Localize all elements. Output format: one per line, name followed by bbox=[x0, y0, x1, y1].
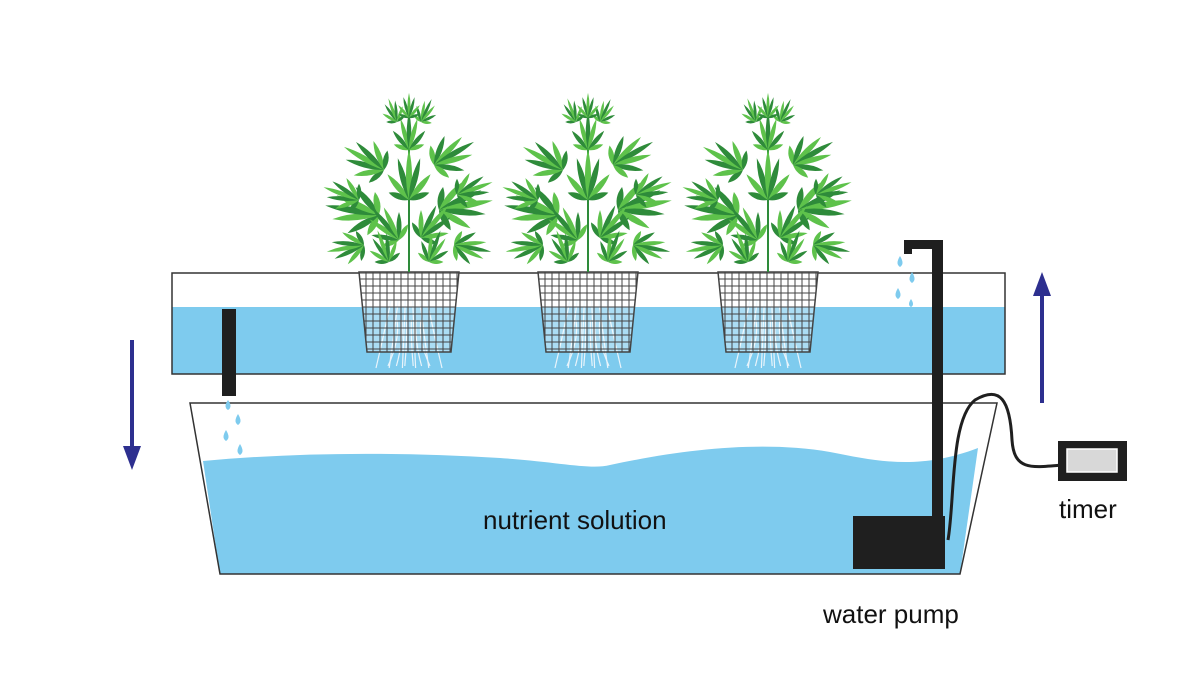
up-arrow-icon bbox=[1033, 272, 1051, 403]
water-drop-icon bbox=[895, 288, 901, 299]
water-drop-icon bbox=[223, 430, 229, 441]
plant-3 bbox=[682, 92, 852, 369]
tray-water bbox=[172, 307, 1005, 374]
leaf bbox=[505, 230, 545, 265]
plants-layer bbox=[323, 92, 852, 369]
leaf bbox=[452, 230, 492, 265]
leaf bbox=[813, 173, 852, 208]
leaf bbox=[685, 230, 725, 265]
timer-label: timer bbox=[1059, 494, 1117, 524]
leaf bbox=[502, 178, 541, 213]
leaf bbox=[631, 230, 671, 265]
drain-pipe-body bbox=[222, 309, 236, 396]
riser-pipe bbox=[932, 240, 943, 540]
leaf bbox=[591, 205, 630, 245]
water-drop-icon bbox=[909, 272, 915, 283]
leaf bbox=[592, 99, 616, 124]
water-pump-label: water pump bbox=[823, 599, 959, 629]
leaf bbox=[369, 230, 401, 265]
leaf bbox=[571, 112, 605, 151]
net-pot bbox=[537, 271, 639, 353]
leaf bbox=[548, 230, 580, 265]
leaf bbox=[702, 141, 748, 183]
leaf bbox=[633, 173, 672, 208]
leaf bbox=[454, 173, 493, 208]
leaf bbox=[751, 112, 785, 151]
leaf bbox=[608, 136, 654, 178]
leaf bbox=[323, 178, 362, 213]
foliage bbox=[502, 92, 672, 272]
grow-tray bbox=[171, 272, 1006, 375]
timer-cable bbox=[946, 392, 1063, 541]
water-pump bbox=[853, 516, 945, 569]
leaf bbox=[392, 112, 426, 151]
leaf bbox=[728, 207, 767, 247]
water-drop-icon bbox=[235, 414, 241, 425]
leaf bbox=[326, 230, 366, 265]
leaf bbox=[382, 98, 406, 124]
plant-2 bbox=[502, 92, 672, 369]
leaf bbox=[566, 149, 610, 201]
leaf bbox=[776, 230, 808, 265]
leaf bbox=[417, 230, 449, 265]
leaf bbox=[728, 230, 760, 265]
leaf bbox=[811, 230, 851, 265]
reservoir-outline bbox=[189, 402, 998, 575]
leaf bbox=[757, 92, 779, 119]
water-drop-icon bbox=[237, 444, 243, 455]
leaf bbox=[369, 207, 408, 247]
leaf bbox=[788, 136, 834, 178]
reservoir bbox=[189, 402, 998, 575]
leaf bbox=[343, 141, 389, 183]
riser-top bbox=[906, 240, 943, 249]
leaf bbox=[772, 99, 796, 124]
leaf bbox=[325, 187, 381, 236]
timer-device bbox=[1058, 441, 1127, 481]
leaf bbox=[412, 205, 451, 245]
leaf bbox=[746, 149, 790, 201]
leaf bbox=[548, 207, 587, 247]
pump-pipe bbox=[895, 240, 943, 540]
down-arrow-icon bbox=[123, 340, 141, 470]
drain-pipe bbox=[222, 309, 243, 455]
leaf bbox=[682, 178, 721, 213]
leaf bbox=[429, 136, 475, 178]
water-drop-icon bbox=[909, 299, 913, 307]
water-drop-icon bbox=[897, 256, 903, 267]
net-pot bbox=[358, 271, 460, 353]
timer-screen bbox=[1066, 448, 1118, 473]
leaf bbox=[596, 230, 628, 265]
drain-drops bbox=[223, 400, 243, 455]
water-drop-icon bbox=[225, 400, 231, 410]
inlet-drops bbox=[895, 256, 915, 307]
plant-1 bbox=[323, 92, 493, 369]
riser-nozzle bbox=[904, 240, 912, 254]
leaf bbox=[398, 92, 420, 119]
leaf bbox=[387, 149, 431, 201]
leaf bbox=[522, 141, 568, 183]
net-pot bbox=[717, 271, 819, 353]
nutrient-solution-label: nutrient solution bbox=[483, 505, 667, 535]
leaf bbox=[577, 92, 599, 119]
reservoir-water bbox=[203, 446, 978, 574]
tray-outline bbox=[171, 272, 1006, 375]
foliage bbox=[323, 92, 493, 272]
foliage bbox=[682, 92, 852, 272]
